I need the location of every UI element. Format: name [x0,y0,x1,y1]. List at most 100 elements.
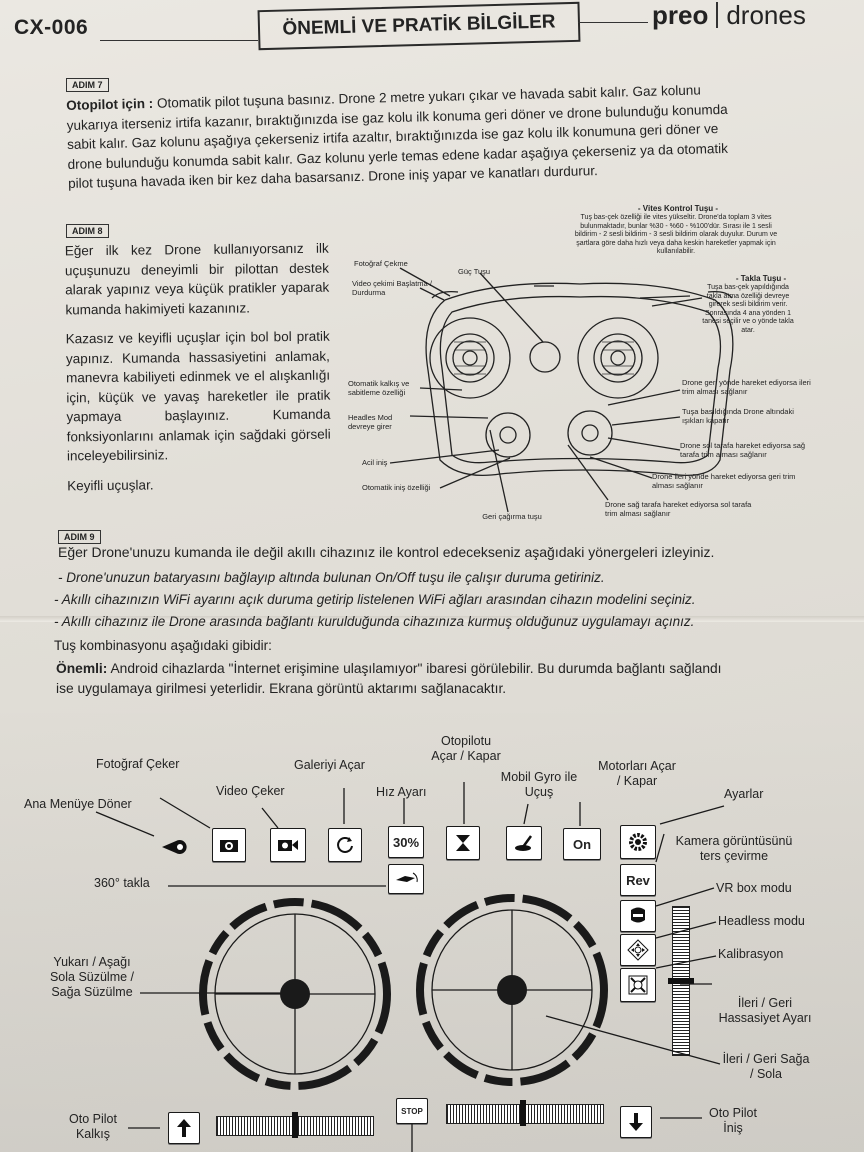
hourglass-icon [456,835,470,851]
label-motors: Motorları Açar / Kapar [598,759,676,788]
label-calibration: Kalibrasyon [718,947,784,961]
reverse-camera-button[interactable]: Rev [620,864,656,896]
arrow-up-icon [177,1119,191,1137]
label-main-menu: Ana Menüye Döner [24,797,132,811]
left-dpad [485,412,531,458]
auto-takeoff-button[interactable] [168,1112,200,1144]
roll-trim-thumb[interactable] [520,1100,526,1126]
label-flip-360: 360° takla [94,876,150,890]
label-autopilot: Otopilotu Açar / Kapar [431,734,501,763]
calibration-icon [628,975,648,995]
vr-headset-icon [631,907,645,923]
right-dpad [567,410,613,456]
brand-suffix: drones [726,0,806,30]
step-9-line-3: - Akıllı cihazınızın WiFi ayarını açık d… [54,592,696,607]
gyro-button[interactable] [506,826,542,860]
photo-button[interactable] [212,828,246,862]
arrow-down-icon [629,1113,643,1131]
note-line-2: ise uygulamaya girilmesi yeterlidir. Ekr… [56,681,507,696]
speed-button[interactable]: 30% [388,826,424,858]
main-menu-button[interactable] [160,838,190,856]
label-gallery: Galeriyi Açar [294,758,365,772]
label-trim-left: Drone sağ tarafa hareket ediyorsa sol ta… [605,500,752,518]
controller-diagram [389,267,734,513]
power-button [529,341,561,373]
label-takeoff: Oto Pilot Kalkış [69,1112,117,1141]
drone-flip-icon [396,872,418,883]
right-stick-ring [577,317,659,399]
controller-body [425,282,734,477]
step-9-note: Önemli: Android cihazlarda "İnternet eri… [56,659,836,699]
page-title: ÖNEMLİ VE PRATİK BİLGİLER [257,1,581,51]
step-9-line-1: Eğer Drone'unuzu kumanda ile değil akıll… [58,544,715,560]
step-8-p2: Kazasız ve keyifli uçuşlar için bol bol … [65,328,331,464]
joystick-icon [515,835,533,851]
label-camera-flip: Kamera görüntüsünü ters çevirme [675,834,793,863]
label-sensitivity: İleri / Geri Hassasiyet Ayarı [718,996,812,1025]
header-rule-left [100,40,258,41]
header-rule-right [578,22,648,23]
label-settings: Ayarlar [724,787,764,801]
label-vr: VR box modu [716,881,792,895]
step-9-line-2: - Drone'unuzun bataryasını bağlayıp altı… [58,570,605,585]
autopilot-button[interactable] [446,826,480,860]
label-video-app: Video Çeker [216,784,285,798]
model-number: CX-006 [14,16,89,39]
label-trim-right: Drone sol tarafa hareket ediyorsa sağ ta… [680,441,806,459]
label-auto-takeoff: Otomatik kalkış ve sabitleme özelliği [348,379,410,397]
camera-icon [220,840,238,852]
label-video: Video çekimi Başlatma / Durdurma [352,279,432,297]
label-photo-app: Fotoğraf Çeker [96,757,180,771]
back-pin-icon [162,840,187,854]
step-9-line-5: Tuş kombinasyonu aşağıdaki gibidir: [54,638,272,653]
pitch-trim-thumb[interactable] [668,978,694,984]
label-landing: Oto Pilot İniş [709,1106,757,1135]
label-emergency: Acil iniş [362,458,388,467]
auto-land-button[interactable] [620,1106,652,1138]
gear-icon [629,833,647,851]
throttle-trim-thumb[interactable] [292,1112,298,1138]
gallery-button[interactable] [328,828,362,862]
step-8-text: Eğer ilk kez Drone kullanıyorsanız ilk u… [65,239,332,496]
left-stick-ring [429,317,511,399]
flip-360-button[interactable] [388,864,424,894]
step-9-tag: ADIM 9 [58,530,101,544]
label-left-stick: Yukarı / Aşağı Sola Süzülme / Sağa Süzül… [49,955,135,999]
settings-button[interactable] [620,825,656,859]
gear-button-title: - Vites Kontrol Tuşu - [637,204,719,213]
label-power: Güç Tuşu [458,267,491,276]
video-button[interactable] [270,828,306,862]
note-line-1: Android cihazlarda "İnternet erişimine u… [110,661,722,676]
headless-button[interactable] [620,934,656,966]
stop-button[interactable]: STOP [396,1098,428,1124]
label-speed: Hız Ayarı [376,785,427,799]
label-photo: Fotoğraf Çekme [354,259,408,268]
step-8-tag: ADIM 8 [66,224,109,238]
step-7-tag: ADIM 7 [66,78,109,92]
step-9-line-4: - Akıllı cihazınız ile Drone arasında ba… [54,614,695,629]
note-lead: Önemli: [56,661,108,676]
label-headless: Headles Mod devreye girer [348,413,393,431]
gallery-icon [337,837,353,853]
label-headless-app: Headless modu [718,914,805,928]
step-7-text: Otopilot için : Otomatik pilot tuşuna ba… [66,78,818,194]
step-7-lead: Otopilot için : [66,95,154,113]
gear-button-description: Tuş bas-çek özelliği ile vites yükseltir… [574,214,778,255]
page-fold [0,616,864,622]
step-8-p3: Keyifli uçuşlar. [67,476,154,493]
headless-icon [627,939,649,961]
flip-button-description: Tuşa bas-çek yapıldığında takla atma öze… [702,284,794,334]
label-trim-back: Drone ileri yönde hareket ediyorsa geri … [652,472,796,490]
label-return: Geri çağırma tuşu [482,512,542,521]
flip-button-title: - Takla Tuşu - [735,274,787,283]
motor-on-button[interactable]: On [563,828,601,860]
label-auto-land: Otomatik iniş özelliği [362,483,431,492]
calibration-button[interactable] [620,968,656,1002]
label-lights: Tuşa basıldığında Drone altındaki ışıkla… [682,407,794,425]
vr-mode-button[interactable] [620,900,656,932]
video-camera-icon [278,840,298,851]
label-right-stick: İleri / Geri Sağa / Sola [722,1052,810,1081]
step-8-p1: Eğer ilk kez Drone kullanıyorsanız ilk u… [64,240,330,317]
label-gyro: Mobil Gyro ile Uçuş [500,770,578,799]
